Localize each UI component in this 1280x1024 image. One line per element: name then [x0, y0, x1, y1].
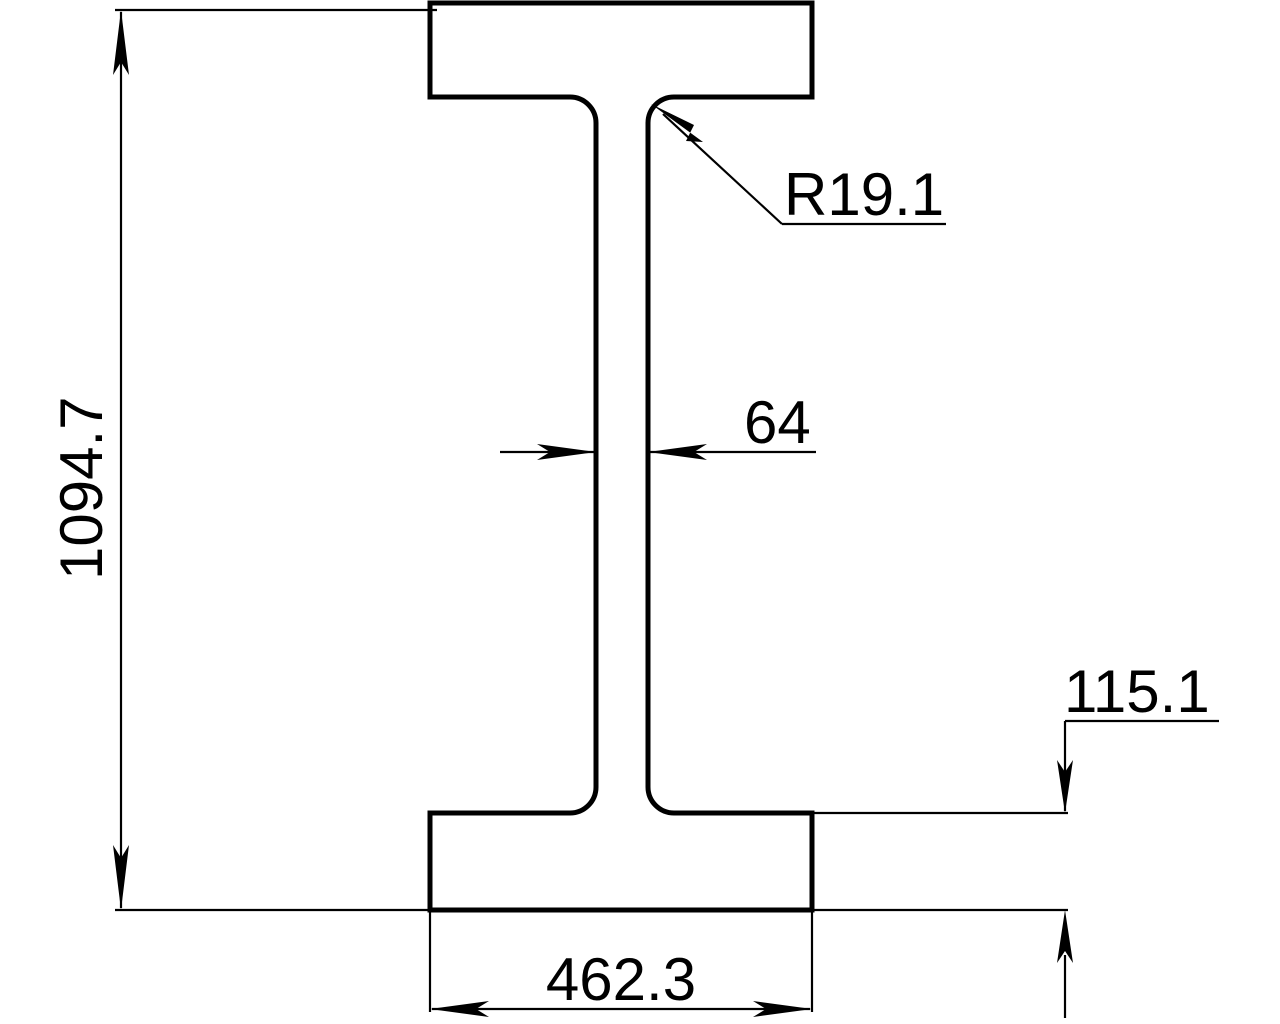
flange-arrow-up-icon: [1057, 910, 1073, 963]
fillet-radius-dimension-text: R19.1: [784, 161, 944, 228]
beam-profile-outline: [427, 0, 815, 913]
flange-arrow-down-icon: [1057, 760, 1073, 813]
web-arrow-left-icon: [648, 444, 707, 460]
width-arrow-right-icon: [753, 1001, 812, 1017]
web-thickness-dimension-text: 64: [744, 389, 811, 456]
radius-leader-line: [662, 113, 783, 225]
flange-width-dimension-text: 462.3: [546, 946, 696, 1013]
overall-height-dimension-text: 1094.7: [48, 396, 115, 580]
height-arrow-up-icon: [113, 10, 129, 75]
height-arrow-down-icon: [113, 845, 129, 910]
width-arrow-left-icon: [430, 1001, 489, 1017]
flange-thickness-dimension-text: 115.1: [1064, 658, 1210, 725]
radius-leader-arrow-icon: [651, 104, 703, 142]
web-arrow-right-icon: [537, 444, 596, 460]
